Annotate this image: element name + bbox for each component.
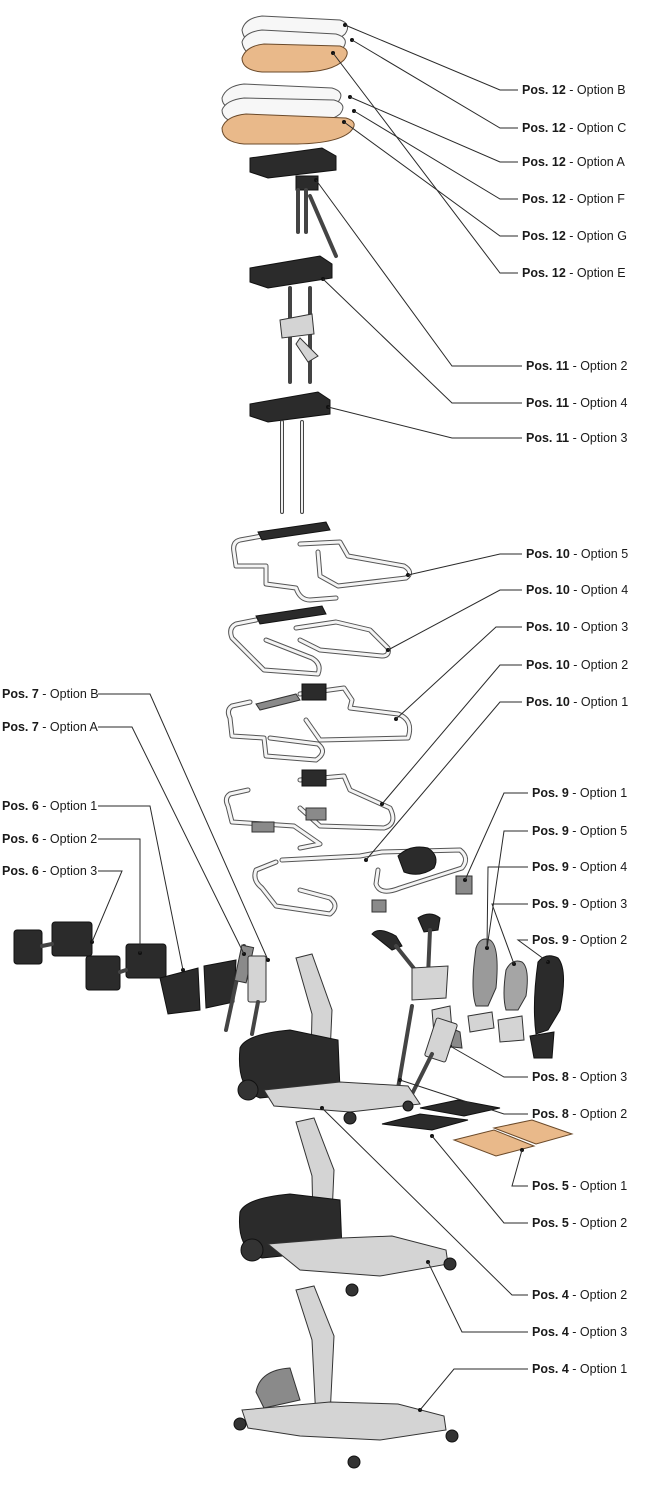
label-pos11-option-3: Pos. 11 - Option 3	[526, 431, 628, 445]
label-pos10-option-1: Pos. 10 - Option 1	[526, 695, 628, 709]
frame-option-2	[223, 769, 396, 851]
label-pos5-option-2: Pos. 5 - Option 2	[532, 1216, 627, 1230]
actuator-option-2	[394, 1004, 458, 1102]
frame-option-3	[225, 683, 413, 763]
label-pos12-option-e: Pos. 12 - Option E	[522, 266, 626, 280]
label-pos8-option-3: Pos. 8 - Option 3	[532, 1070, 627, 1084]
label-pos4-option-3: Pos. 4 - Option 3	[532, 1325, 627, 1339]
base-option-1	[233, 1285, 459, 1469]
handle-assembly	[371, 875, 473, 1001]
foot-block-option-3	[13, 921, 94, 965]
label-pos7-option-a: Pos. 7 - Option A	[2, 720, 99, 734]
footplate-option-2	[381, 1099, 501, 1138]
base-option-2	[237, 953, 421, 1125]
label-pos11-option-4: Pos. 11 - Option 4	[526, 396, 628, 410]
label-pos9-option-2: Pos. 9 - Option 2	[532, 933, 627, 947]
right-labels: Pos. 12 - Option B Pos. 12 - Option C Po…	[522, 83, 628, 1376]
label-pos8-option-2: Pos. 8 - Option 2	[532, 1107, 627, 1121]
actuator-option-b	[247, 955, 270, 1036]
label-pos12-option-c: Pos. 12 - Option C	[522, 121, 626, 135]
knee-pad-option-2	[529, 955, 564, 1059]
label-pos12-option-b: Pos. 12 - Option B	[522, 83, 626, 97]
label-pos12-option-g: Pos. 12 - Option G	[522, 229, 627, 243]
label-pos10-option-4: Pos. 10 - Option 4	[526, 583, 628, 597]
seat-plate-group-top	[241, 15, 354, 73]
left-labels: Pos. 7 - Option B Pos. 7 - Option A Pos.…	[2, 687, 99, 878]
leader-lines	[91, 24, 549, 1411]
label-pos5-option-1: Pos. 5 - Option 1	[532, 1179, 627, 1193]
label-pos7-option-b: Pos. 7 - Option B	[2, 687, 99, 701]
label-pos9-option-4: Pos. 9 - Option 4	[532, 860, 627, 874]
label-pos9-option-3: Pos. 9 - Option 3	[532, 897, 627, 911]
label-pos10-option-3: Pos. 10 - Option 3	[526, 620, 628, 634]
frame-option-1	[252, 846, 468, 917]
label-pos12-option-f: Pos. 12 - Option F	[522, 192, 625, 206]
label-pos4-option-2: Pos. 4 - Option 2	[532, 1288, 627, 1302]
foot-plate-option-1	[159, 959, 237, 1015]
knee-pad-option-3	[497, 960, 528, 1043]
knee-pad-option-4	[467, 938, 498, 1033]
base-option-3	[238, 1117, 457, 1297]
seat-mount-option-4	[249, 255, 333, 384]
seat-mount-option-2	[249, 147, 338, 258]
frame-option-4	[228, 605, 391, 677]
label-pos9-option-5: Pos. 9 - Option 5	[532, 824, 627, 838]
label-pos6-option-2: Pos. 6 - Option 2	[2, 832, 97, 846]
label-pos6-option-1: Pos. 6 - Option 1	[2, 799, 97, 813]
label-pos10-option-2: Pos. 10 - Option 2	[526, 658, 628, 672]
label-pos4-option-1: Pos. 4 - Option 1	[532, 1362, 627, 1376]
label-pos9-option-1: Pos. 9 - Option 1	[532, 786, 627, 800]
foot-block-option-2	[85, 943, 167, 991]
seat-plate-group-lower	[221, 83, 356, 145]
label-pos10-option-5: Pos. 10 - Option 5	[526, 547, 628, 561]
frame-option-5	[231, 521, 412, 603]
seat-mount-option-3	[249, 391, 331, 514]
footplate-option-1	[452, 1119, 574, 1157]
label-pos6-option-3: Pos. 6 - Option 3	[2, 864, 97, 878]
label-pos11-option-2: Pos. 11 - Option 2	[526, 359, 628, 373]
label-pos12-option-a: Pos. 12 - Option A	[522, 155, 626, 169]
